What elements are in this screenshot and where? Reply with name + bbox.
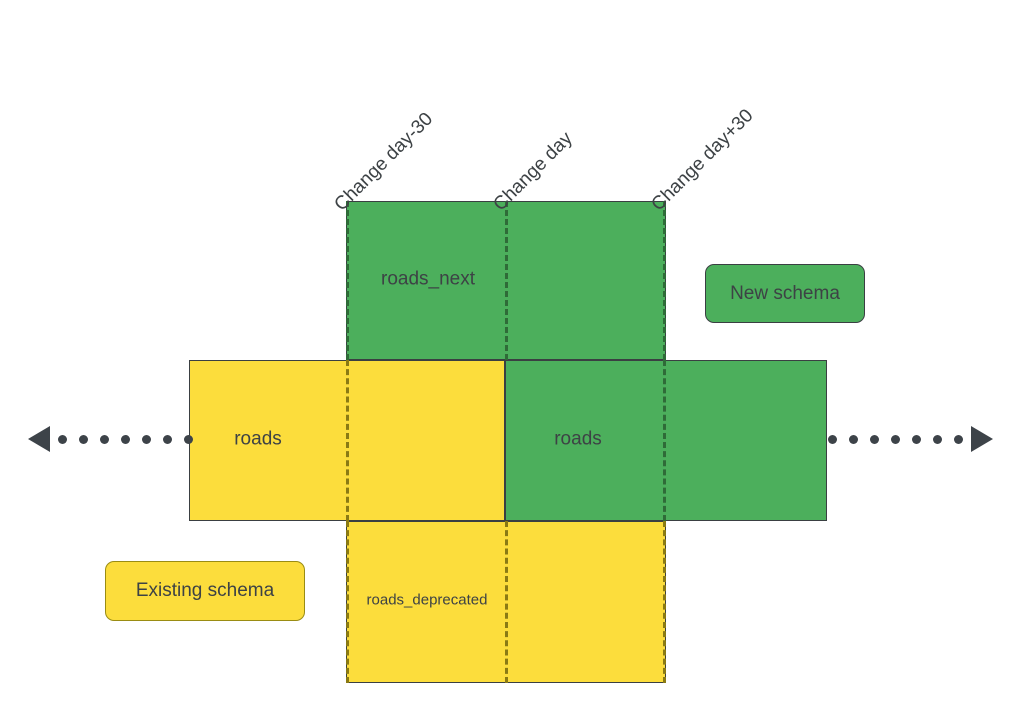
timeline-dots-right [828,434,963,444]
band-roads-new [505,360,827,521]
marker-line-change-day-top [505,201,508,360]
timeline-dot [891,434,900,444]
legend-new-schema: New schema [705,264,865,323]
marker-line-day-minus-30-bottom [346,521,349,683]
marker-line-day-minus-30-middle [346,360,349,521]
legend-existing-schema-label: Existing schema [135,580,275,601]
marker-line-day-plus-30-bottom [663,521,666,683]
arrow-head-left-icon [28,426,50,452]
legend-existing-schema: Existing schema [105,561,305,621]
marker-caption-day-plus-30: Change day+30 [647,105,758,216]
timeline-dot [849,434,858,444]
timeline-dot [142,434,151,444]
timeline-dot [100,434,109,444]
timeline-dot [163,434,172,444]
marker-caption-day-minus-30: Change day-30 [330,108,438,216]
timeline-dot [933,434,942,444]
timeline-dot [58,434,67,444]
legend-new-schema-label: New schema [730,282,840,304]
marker-line-change-day-bottom [505,521,508,683]
timeline-arrow-left [28,426,193,452]
timeline-dot [184,434,193,444]
timeline-dot [828,434,837,444]
marker-line-day-plus-30-middle [663,360,666,521]
marker-line-day-plus-30-top [663,201,666,360]
arrow-head-right-icon [971,426,993,452]
timeline-dot [912,434,921,444]
timeline-dot [870,434,879,444]
timeline-dot [121,434,130,444]
timeline-arrow-right [828,426,993,452]
timeline-dot [79,434,88,444]
timeline-dot [954,434,963,444]
marker-line-day-minus-30-top [346,201,349,360]
timeline-dots-left [58,434,193,444]
